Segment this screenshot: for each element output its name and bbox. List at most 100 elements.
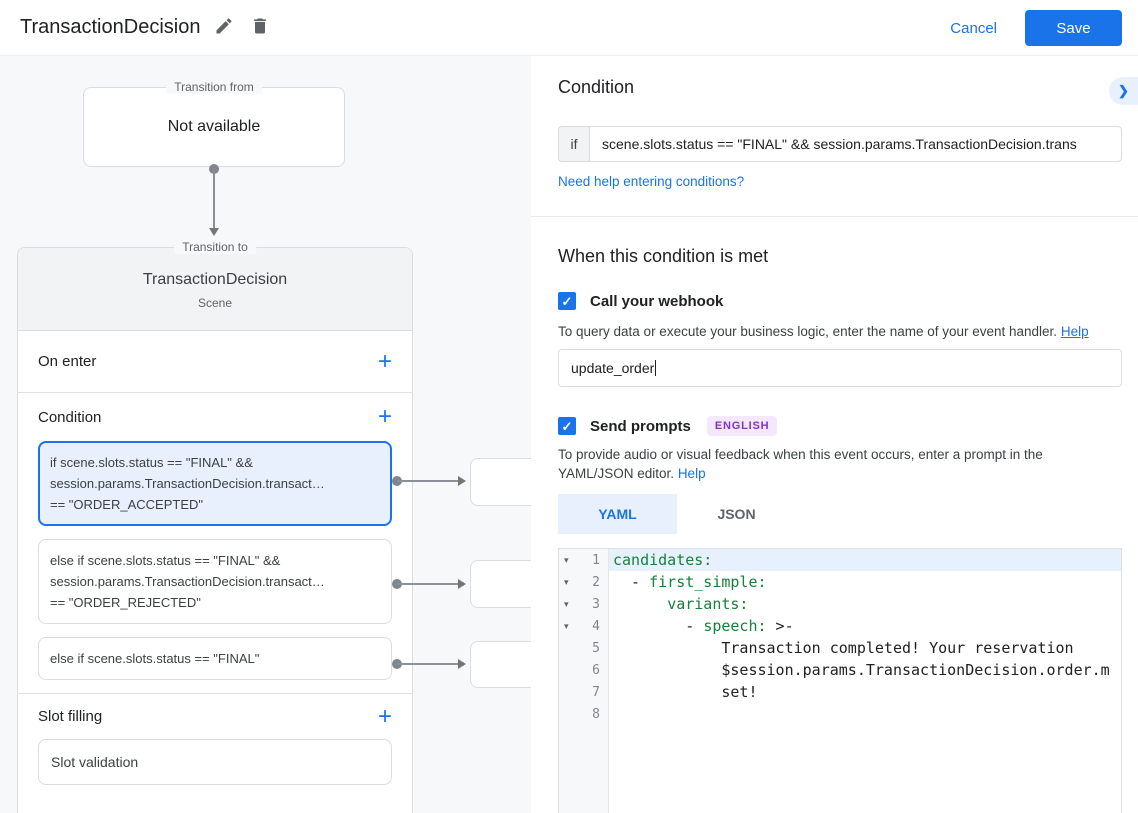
code-line: ▾2 - first_simple: <box>559 571 1121 593</box>
add-slot-button[interactable]: + <box>377 702 392 730</box>
transition-from-content: Not available <box>167 118 261 135</box>
prompts-description-text: To provide audio or visual feedback when… <box>558 447 1043 481</box>
code-line: ▾3 variants: <box>559 593 1121 615</box>
transition-target-box[interactable] <box>470 641 531 688</box>
scene-card-header: TransactionDecision Scene <box>18 248 412 331</box>
chevron-right-icon: ❯ <box>1118 83 1129 98</box>
transition-from-box: Transition from Not available <box>83 80 345 167</box>
fold-arrow-icon[interactable]: ▾ <box>564 576 569 587</box>
prompts-description: To provide audio or visual feedback when… <box>558 445 1108 483</box>
fold-arrow-icon[interactable]: ▾ <box>564 554 569 565</box>
trash-icon <box>250 16 270 39</box>
slot-filling-label: Slot filling <box>38 708 103 725</box>
condition-detail-panel: Condition ❯ if scene.slots.status == "FI… <box>531 56 1138 813</box>
condition-item[interactable]: else if scene.slots.status == "FINAL" <box>38 637 392 680</box>
condition-list: if scene.slots.status == "FINAL" &&sessi… <box>18 441 412 680</box>
scene-type-label: Scene <box>197 296 233 310</box>
on-enter-section: On enter + <box>18 331 412 393</box>
plus-icon: + <box>377 403 392 430</box>
webhook-checkbox-row: ✓ Call your webhook <box>558 292 723 310</box>
code-line: 8 <box>559 703 1121 725</box>
pencil-icon <box>214 16 234 39</box>
line-number: 6 <box>592 662 600 678</box>
add-on-enter-button[interactable]: + <box>377 347 392 375</box>
plus-icon: + <box>377 702 392 730</box>
slot-filling-section: Slot filling + <box>18 693 412 739</box>
cancel-button[interactable]: Cancel <box>950 19 997 37</box>
text-cursor <box>655 360 657 376</box>
code-line: 7 set! <box>559 681 1121 703</box>
connector-line <box>213 170 215 230</box>
transition-target-box[interactable] <box>470 458 531 506</box>
condition-help-link[interactable]: Need help entering conditions? <box>558 174 745 189</box>
panel-heading: Condition <box>558 77 635 97</box>
arrow-right-icon <box>458 476 466 486</box>
line-number: 7 <box>592 684 600 700</box>
prompts-checkbox[interactable]: ✓ <box>558 417 576 435</box>
transition-target-box[interactable] <box>470 560 531 608</box>
webhook-handler-value: update_order <box>571 360 655 376</box>
slot-validation-item[interactable]: Slot validation <box>38 739 392 785</box>
prompts-checkbox-row: ✓ Send prompts ENGLISH <box>558 416 778 436</box>
line-number: 3 <box>592 596 600 612</box>
line-number: 5 <box>592 640 600 656</box>
tab-yaml[interactable]: YAML <box>558 494 677 534</box>
webhook-checkbox[interactable]: ✓ <box>558 292 576 310</box>
save-button[interactable]: Save <box>1025 10 1122 46</box>
when-met-heading: When this condition is met <box>558 246 769 266</box>
line-number: 2 <box>592 574 600 590</box>
editor-gutter <box>559 549 609 813</box>
line-number: 4 <box>592 618 600 634</box>
prompts-help-link[interactable]: Help <box>677 466 706 481</box>
delete-scene-button[interactable] <box>242 10 278 46</box>
transition-to-legend: Transition to <box>174 240 256 254</box>
webhook-help-link[interactable]: Help <box>1060 324 1089 339</box>
webhook-description: To query data or execute your business l… <box>558 322 1118 341</box>
transition-to-card: Transition to TransactionDecision Scene … <box>17 240 413 813</box>
fold-arrow-icon[interactable]: ▾ <box>564 620 569 631</box>
condition-item[interactable]: else if scene.slots.status == "FINAL" &&… <box>38 539 392 624</box>
connector-line <box>397 480 458 482</box>
editor-tabs: YAML JSON <box>558 494 796 534</box>
edit-scene-button[interactable] <box>206 10 242 46</box>
on-enter-label: On enter <box>38 353 97 370</box>
scene-diagram-canvas: Transition from Not available Transition… <box>0 56 531 813</box>
connector-line <box>397 583 458 585</box>
if-prefix-label: if <box>558 126 589 162</box>
arrow-right-icon <box>458 659 466 669</box>
condition-expression-input[interactable]: scene.slots.status == "FINAL" && session… <box>589 126 1122 162</box>
webhook-description-text: To query data or execute your business l… <box>558 324 1058 339</box>
checkmark-icon: ✓ <box>561 418 573 434</box>
tab-json[interactable]: JSON <box>717 506 756 522</box>
webhook-label: Call your webhook <box>590 292 724 310</box>
code-line: 6 $session.params.TransactionDecision.or… <box>559 659 1121 681</box>
plus-icon: + <box>377 347 392 375</box>
code-line: 5 Transaction completed! Your reservatio… <box>559 637 1121 659</box>
condition-section-label: Condition <box>38 408 102 426</box>
collapse-panel-button[interactable]: ❯ <box>1109 77 1138 105</box>
connector-line <box>397 663 458 665</box>
webhook-handler-input[interactable]: update_order <box>558 349 1122 387</box>
fold-arrow-icon[interactable]: ▾ <box>564 598 569 609</box>
code-line: ▾4 - speech: >- <box>559 615 1121 637</box>
connector-dot <box>209 164 219 174</box>
section-divider <box>531 216 1138 217</box>
top-bar: TransactionDecision Cancel Save <box>0 0 1138 56</box>
arrow-down-icon <box>209 228 219 236</box>
checkmark-icon: ✓ <box>561 293 573 309</box>
condition-section-header: Condition + <box>18 393 412 441</box>
add-condition-button[interactable]: + <box>378 405 392 429</box>
condition-expression-row: if scene.slots.status == "FINAL" && sess… <box>558 126 1122 162</box>
page-title: TransactionDecision <box>20 16 201 38</box>
condition-item[interactable]: if scene.slots.status == "FINAL" &&sessi… <box>38 441 392 526</box>
scene-name: TransactionDecision <box>142 271 288 288</box>
language-badge: ENGLISH <box>706 416 778 436</box>
line-number: 8 <box>592 706 600 722</box>
prompts-label: Send prompts <box>590 417 691 435</box>
arrow-right-icon <box>458 579 466 589</box>
transition-from-legend: Transition from <box>166 80 262 94</box>
line-number: 1 <box>592 552 600 568</box>
